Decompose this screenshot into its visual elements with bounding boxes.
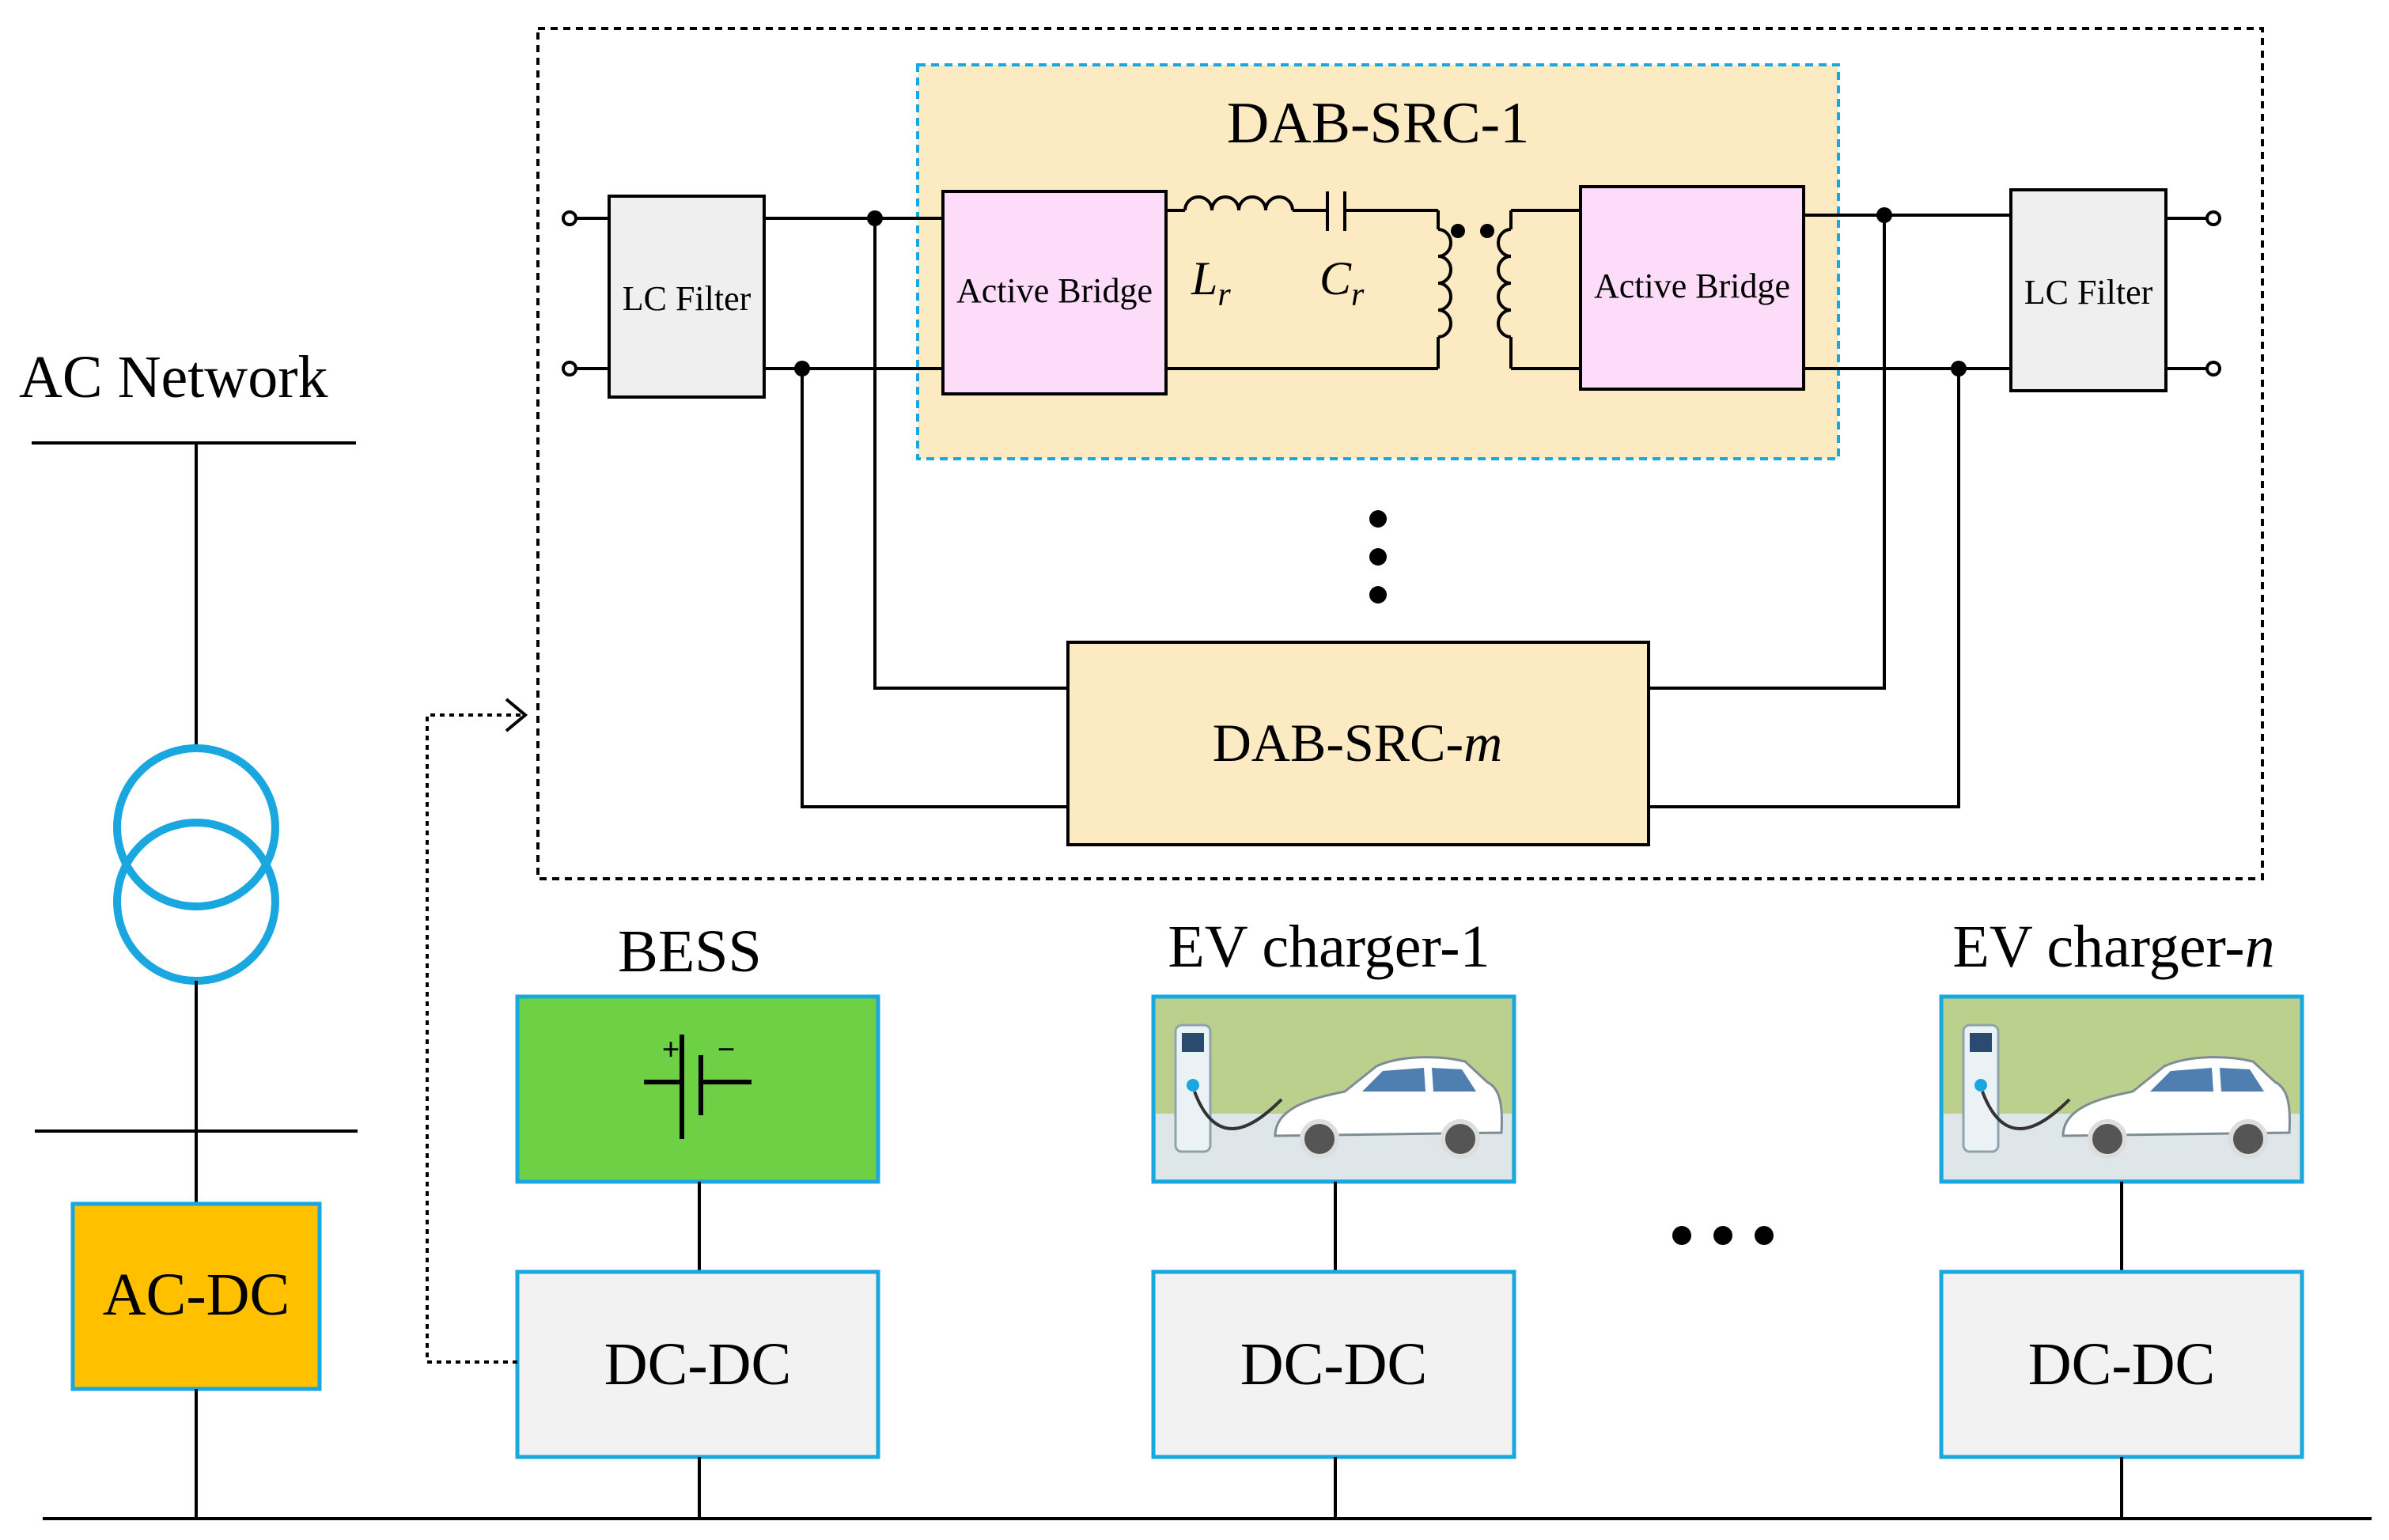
bess-to-dab-link	[426, 713, 522, 1364]
ev-charger-n-dc-dc-converter	[1939, 1269, 2304, 1459]
active-bridge-left	[941, 190, 1168, 395]
input-terminal-top	[562, 210, 577, 226]
lc-filter-right	[2009, 188, 2168, 392]
active-bridge-left-label: Active Bridge	[956, 271, 1153, 310]
ev-charger-1-dc-dc-converter	[1151, 1269, 1516, 1459]
transformer-primary-winding	[1437, 228, 1452, 339]
dab-src-1-title: DAB-SRC-1	[1227, 91, 1529, 156]
bess-dc-dc-converter	[515, 1269, 880, 1459]
lc-filter-left-label: LC Filter	[623, 279, 752, 318]
ev-charging-scene-icon	[1939, 994, 2304, 1184]
input-terminal-bottom	[562, 361, 577, 376]
battery-minus-sign: −	[717, 1031, 736, 1067]
ev-charger-n-label: EV charger-n	[1952, 914, 2274, 980]
bess-dc-dc-label: DC-DC	[604, 1331, 791, 1398]
inductor-label: Lr	[1191, 252, 1231, 313]
bess-label: BESS	[618, 918, 762, 985]
output-terminal-top	[2205, 210, 2221, 226]
lc-filter-left	[608, 195, 766, 399]
ev-charger-1-label: EV charger-1	[1168, 914, 1490, 980]
transformer-secondary-winding	[1497, 228, 1512, 339]
battery-plus-sign: +	[662, 1031, 680, 1067]
dab-src-m-box	[1066, 641, 1650, 846]
transformer-icon	[113, 744, 279, 985]
battery-icon	[644, 1035, 752, 1139]
charger-ellipsis	[1672, 1226, 1774, 1245]
ac-dc-converter	[70, 1201, 322, 1391]
dab-src-module-enclosure	[536, 27, 2264, 880]
resonant-inductor	[1183, 195, 1294, 211]
bess-box	[515, 994, 880, 1184]
ac-network-label: AC Network	[19, 344, 328, 411]
module-ellipsis-vertical	[1369, 510, 1387, 604]
active-bridge-right	[1579, 185, 1805, 391]
active-bridge-right-label: Active Bridge	[1594, 267, 1790, 305]
capacitor-label: Cr	[1319, 252, 1365, 313]
lc-filter-right-label: LC Filter	[2024, 273, 2153, 312]
ev-charging-scene-icon	[1151, 994, 1516, 1184]
link-arrowhead	[505, 698, 528, 732]
ac-dc-label: AC-DC	[103, 1262, 290, 1328]
ev-charger-1-dc-dc-label: DC-DC	[1240, 1331, 1427, 1398]
dab-src-m-label: DAB-SRC-m	[1213, 713, 1503, 773]
output-terminal-bottom	[2205, 361, 2221, 376]
ev-charger-n-dc-dc-label: DC-DC	[2028, 1331, 2215, 1398]
